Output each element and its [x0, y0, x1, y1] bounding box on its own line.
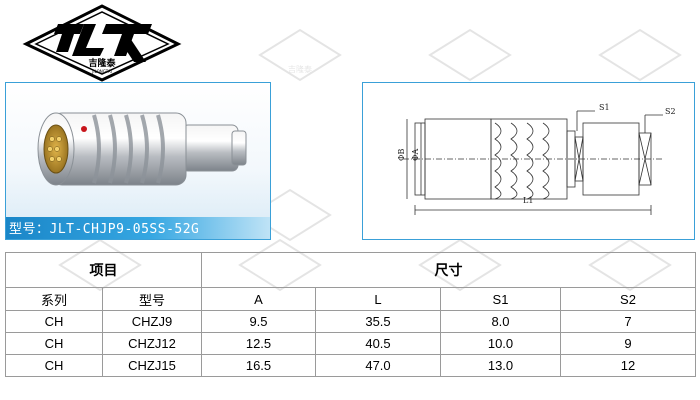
logo-brand-cn: 吉隆泰	[88, 57, 116, 69]
dim-label-phi-a: ΦA	[411, 148, 420, 161]
dimension-table: 项目 尺寸 系列 型号 A L S1 S2 CH CHZJ9 9.5 35.5 …	[5, 252, 696, 377]
col-header-series: 系列	[5, 287, 103, 311]
cell-s1: 8.0	[440, 310, 561, 333]
table-column-header-row: 系列 型号 A L S1 S2	[5, 287, 696, 311]
connector-photo	[37, 112, 247, 186]
technical-drawing-panel: S1 S2 L1 ΦB ΦA	[362, 82, 695, 240]
table-row: CH CHZJ9 9.5 35.5 8.0 7	[5, 310, 696, 333]
cell-l: 35.5	[315, 310, 441, 333]
cell-s1: 13.0	[440, 354, 561, 377]
logo-mark-icon: 吉隆泰 JILONGTAI	[22, 4, 182, 82]
cell-s2: 9	[560, 332, 696, 355]
col-header-model: 型号	[102, 287, 202, 311]
dim-label-s2: S2	[665, 107, 676, 116]
table-row: CH CHZJ15 16.5 47.0 13.0 12	[5, 354, 696, 377]
table-row: CH CHZJ12 12.5 40.5 10.0 9	[5, 332, 696, 355]
model-label-bar: 型号：JLT-CHJP9-05SS-52G	[6, 217, 270, 239]
col-header-s1: S1	[440, 287, 561, 311]
header-size: 尺寸	[201, 252, 696, 288]
cell-l: 47.0	[315, 354, 441, 377]
model-label: 型号：JLT-CHJP9-05SS-52G	[9, 222, 200, 237]
cell-series: CH	[5, 310, 103, 333]
index-dot-icon	[81, 126, 87, 132]
cell-s2: 7	[560, 310, 696, 333]
col-header-a: A	[201, 287, 316, 311]
logo-brand-en: JILONGTAI	[91, 69, 112, 74]
cell-model: CHZJ9	[102, 310, 202, 333]
product-photo-panel: 型号：JLT-CHJP9-05SS-52G	[5, 82, 271, 240]
header-item: 项目	[5, 252, 202, 288]
brand-logo: 吉隆泰 JILONGTAI	[22, 4, 182, 82]
dim-label-l1: L1	[523, 196, 534, 205]
cell-l: 40.5	[315, 332, 441, 355]
col-header-s2: S2	[560, 287, 696, 311]
cell-a: 9.5	[201, 310, 316, 333]
cell-a: 12.5	[201, 332, 316, 355]
cell-series: CH	[5, 354, 103, 377]
cell-model: CHZJ12	[102, 332, 202, 355]
col-header-l: L	[315, 287, 441, 311]
cell-s2: 12	[560, 354, 696, 377]
cell-series: CH	[5, 332, 103, 355]
table-group-header-row: 项目 尺寸	[5, 252, 696, 288]
cell-model: CHZJ15	[102, 354, 202, 377]
cell-a: 16.5	[201, 354, 316, 377]
svg-text:吉隆泰: 吉隆泰	[288, 64, 312, 74]
cell-s1: 10.0	[440, 332, 561, 355]
dimension-drawing	[403, 110, 663, 215]
dim-label-phi-b: ΦB	[397, 148, 406, 161]
dim-label-s1: S1	[599, 103, 610, 112]
